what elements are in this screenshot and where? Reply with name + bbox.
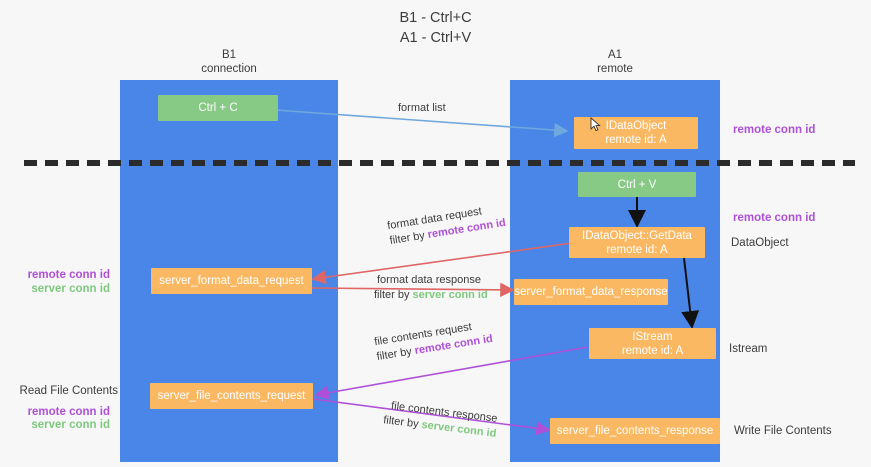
node-idataobject[interactable]: IDataObject remote id: A	[574, 117, 698, 149]
node-server-file-contents-request-label: server_file_contents_request	[157, 390, 306, 402]
lane-title-a1: A1 remote	[597, 49, 633, 75]
filter-by-prefix-2: filter by	[374, 289, 413, 301]
node-server-file-contents-response-label: server_file_contents_response	[556, 425, 714, 437]
node-server-file-contents-response[interactable]: server_file_contents_response	[550, 418, 720, 444]
node-getdata-label: IDataObject::GetData	[582, 229, 692, 242]
node-server-format-data-response[interactable]: server_format_data_response	[514, 279, 668, 305]
edge-label-file-contents-request: file contents request filter by remote c…	[373, 317, 494, 365]
page-title: B1 - Ctrl+C A1 - Ctrl+V	[399, 10, 472, 46]
annotation-remote-conn-id-left-2: remote conn id	[27, 406, 110, 418]
node-server-format-data-request-label: server_format_data_request	[159, 275, 304, 287]
edge-label-format-data-response: format data response filter by server co…	[374, 273, 488, 303]
annotation-server-conn-id-left-1: server conn id	[31, 283, 110, 295]
phase-separator	[24, 160, 855, 166]
node-getdata[interactable]: IDataObject::GetData remote id: A	[569, 227, 705, 258]
edge-label-format-data-response-line1: format data response	[377, 274, 481, 286]
node-server-format-data-response-label: server_format_data_response	[514, 286, 668, 298]
annotation-remote-conn-id-left-1: remote conn id	[27, 269, 110, 281]
filter-by-prefix-4: filter by	[382, 414, 423, 431]
node-idataobject-sub: remote id: A	[605, 134, 667, 146]
edge-label-format-list-text: format list	[398, 102, 446, 114]
node-idataobject-label: IDataObject	[605, 120, 667, 132]
node-ctrl-c[interactable]: Ctrl + C	[158, 95, 278, 121]
node-ctrl-c-label: Ctrl + C	[198, 102, 238, 114]
lane-title-b1: B1 connection	[201, 49, 257, 75]
edge-label-format-list: format list	[398, 101, 446, 116]
node-server-file-contents-request[interactable]: server_file_contents_request	[150, 383, 313, 409]
annotation-read-file-contents: Read File Contents	[19, 385, 118, 397]
node-getdata-sub: remote id: A	[606, 243, 668, 256]
annotation-remote-conn-id-mid-right: remote conn id	[733, 212, 816, 224]
annotation-istream: Istream	[729, 343, 768, 355]
node-istream-sub: remote id: A	[621, 344, 684, 357]
annotation-write-file-contents: Write File Contents	[734, 425, 832, 437]
edge-label-file-contents-response: file contents response filter by server …	[383, 399, 499, 442]
annotation-dataobject: DataObject	[731, 237, 789, 249]
node-istream-label: IStream	[632, 330, 673, 343]
node-server-format-data-request[interactable]: server_format_data_request	[151, 268, 312, 294]
annotation-remote-conn-id-top-right: remote conn id	[733, 124, 816, 136]
server-conn-id-key-1: server conn id	[412, 289, 488, 301]
node-ctrl-v-label: Ctrl + V	[617, 178, 657, 191]
edge-label-format-data-response-line2: filter by server conn id	[374, 288, 488, 303]
node-ctrl-v[interactable]: Ctrl + V	[578, 172, 696, 197]
edge-label-format-data-request: format data request filter by remote con…	[386, 201, 507, 249]
annotation-server-conn-id-left-2: server conn id	[31, 419, 110, 431]
node-istream[interactable]: IStream remote id: A	[589, 328, 716, 359]
